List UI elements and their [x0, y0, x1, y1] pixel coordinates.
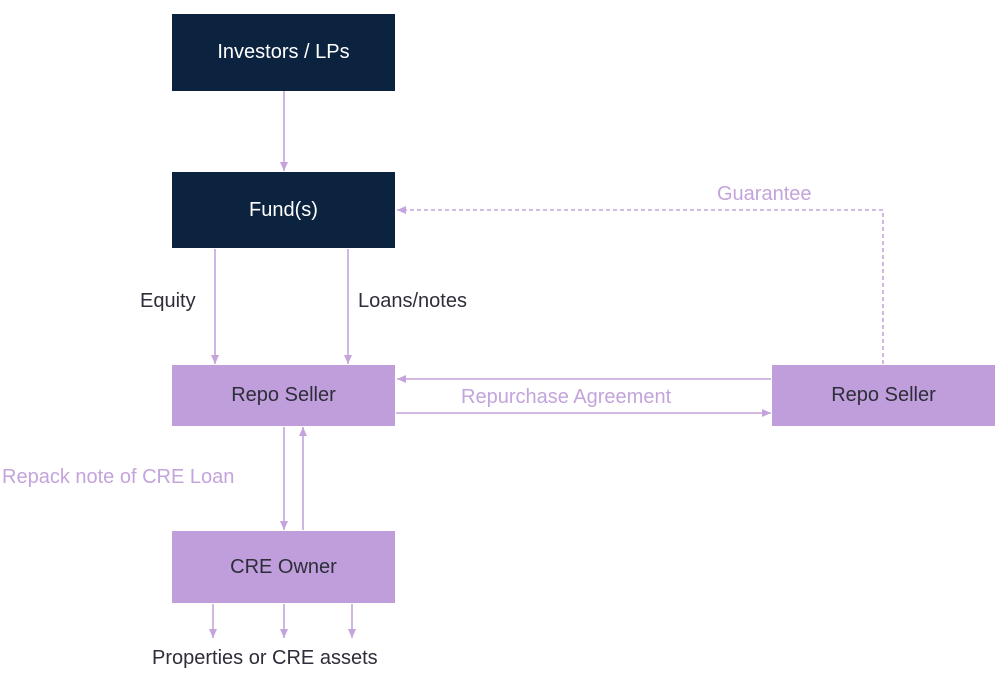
repo-seller-left-box: Repo Seller	[172, 365, 395, 426]
properties-label: Properties or CRE assets	[152, 647, 378, 669]
repurchase-agreement-label: Repurchase Agreement	[461, 386, 672, 408]
arrow-guarantee	[397, 206, 884, 364]
investors-box: Investors / LPs	[172, 14, 395, 91]
repo-seller-right-box: Repo Seller	[772, 365, 995, 426]
equity-label: Equity	[140, 290, 196, 312]
fund-box: Fund(s)	[172, 172, 395, 248]
cre-owner-box: CRE Owner	[172, 531, 395, 603]
loans-notes-label: Loans/notes	[358, 290, 467, 312]
repack-note-label: Repack note of CRE Loan	[2, 466, 235, 488]
guarantee-label: Guarantee	[717, 183, 812, 205]
